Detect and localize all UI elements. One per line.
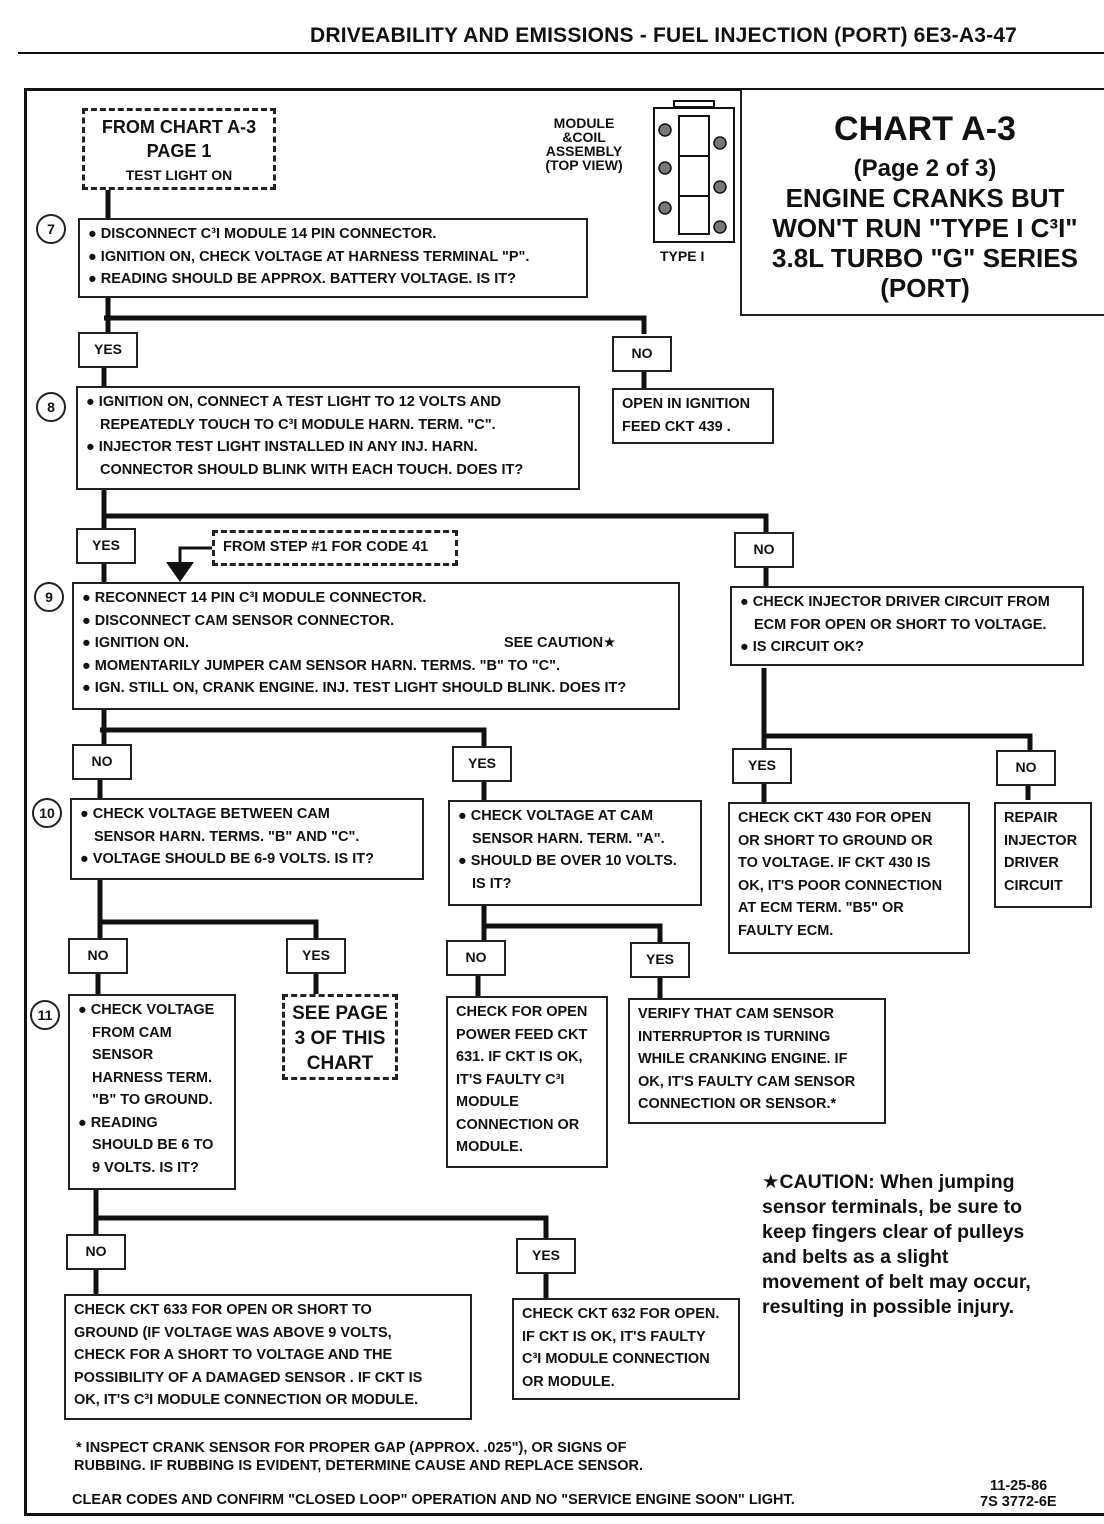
footnote-line: RUBBING. IF RUBBING IS EVIDENT, DETERMIN… [74, 1458, 644, 1474]
chart-title-line: ENGINE CRANKS BUT [785, 183, 1065, 213]
from-chart-box: FROM CHART A-3 PAGE 1 TEST LIGHT ON [82, 108, 276, 190]
chart-title-line: (PORT) [880, 273, 970, 303]
step-11-box: ● CHECK VOLTAGE FROM CAM SENSOR HARNESS … [68, 994, 236, 1190]
footnote-line: * INSPECT CRANK SENSOR FOR PROPER GAP (A… [76, 1440, 627, 1456]
chart-title-line: 3.8L TURBO "G" SERIES [772, 243, 1078, 273]
page-header: DRIVEABILITY AND EMISSIONS - FUEL INJECT… [310, 24, 1018, 47]
verify-cam-box: VERIFY THAT CAM SENSOR INTERRUPTOR IS TU… [628, 998, 886, 1124]
step-number: 10 [32, 798, 62, 828]
header-rule [18, 52, 1104, 54]
see-caution-note: SEE CAUTION★ [504, 635, 617, 651]
caution-note: ★CAUTION: When jumping sensor terminals,… [762, 1171, 1031, 1318]
chart-frame [24, 88, 1104, 1516]
module-coil-icon [653, 100, 735, 243]
module-label: MODULE &COIL ASSEMBLY (TOP VIEW) [545, 115, 623, 173]
check-cam-a-box: ● CHECK VOLTAGE AT CAM SENSOR HARN. TERM… [448, 800, 702, 906]
yes-label: YES [452, 746, 512, 782]
chart-title-line: WON'T RUN "TYPE I C³I" [772, 213, 1078, 243]
no-label: NO [66, 1234, 126, 1270]
step-number: 9 [34, 582, 64, 612]
chart-name: CHART A-3 [834, 110, 1016, 148]
yes-label: YES [732, 748, 792, 784]
check-ckt632-box: CHECK CKT 632 FOR OPEN. IF CKT IS OK, IT… [512, 1298, 740, 1400]
yes-label: YES [286, 938, 346, 974]
step-8-box: ● IGNITION ON, CONNECT A TEST LIGHT TO 1… [76, 386, 580, 490]
step-9-box: ● RECONNECT 14 PIN C³I MODULE CONNECTOR.… [72, 582, 680, 710]
chart-page: (Page 2 of 3) [853, 155, 997, 182]
check-ckt633-box: CHECK CKT 633 FOR OPEN OR SHORT TO GROUN… [64, 1294, 472, 1420]
no-label: NO [68, 938, 128, 974]
document-code: 7S 3772-6E [980, 1494, 1057, 1510]
step-number: 7 [36, 214, 66, 244]
check-ckt631-box: CHECK FOR OPEN POWER FEED CKT 631. IF CK… [446, 996, 608, 1168]
open-ignition-box: OPEN IN IGNITION FEED CKT 439 . [612, 388, 774, 444]
no-label: NO [72, 744, 132, 780]
from-step-box: FROM STEP #1 FOR CODE 41 [212, 530, 458, 566]
repair-injector-box: REPAIR INJECTOR DRIVER CIRCUIT [994, 802, 1092, 908]
step-number: 8 [36, 392, 66, 422]
no-label: NO [734, 532, 794, 568]
chart-title-block: CHART A-3 (Page 2 of 3) ENGINE CRANKS BU… [740, 90, 1104, 316]
see-page-3-box: SEE PAGE 3 OF THIS CHART [282, 994, 398, 1080]
no-label: NO [996, 750, 1056, 786]
check-injector-box: ● CHECK INJECTOR DRIVER CIRCUIT FROM ECM… [730, 586, 1084, 666]
yes-label: YES [76, 528, 136, 564]
yes-label: YES [78, 332, 138, 368]
step-number: 11 [30, 1000, 60, 1030]
step-10-box: ● CHECK VOLTAGE BETWEEN CAM SENSOR HARN.… [70, 798, 424, 880]
no-label: NO [446, 940, 506, 976]
yes-label: YES [516, 1238, 576, 1274]
check-ckt430-box: CHECK CKT 430 FOR OPEN OR SHORT TO GROUN… [728, 802, 970, 954]
yes-label: YES [630, 942, 690, 978]
step-7-box: ● DISCONNECT C³I MODULE 14 PIN CONNECTOR… [78, 218, 588, 298]
clear-codes-note: CLEAR CODES AND CONFIRM "CLOSED LOOP" OP… [72, 1492, 795, 1508]
no-label: NO [612, 336, 672, 372]
revision-date: 11-25-86 [990, 1478, 1048, 1494]
module-type-label: TYPE I [660, 248, 705, 264]
